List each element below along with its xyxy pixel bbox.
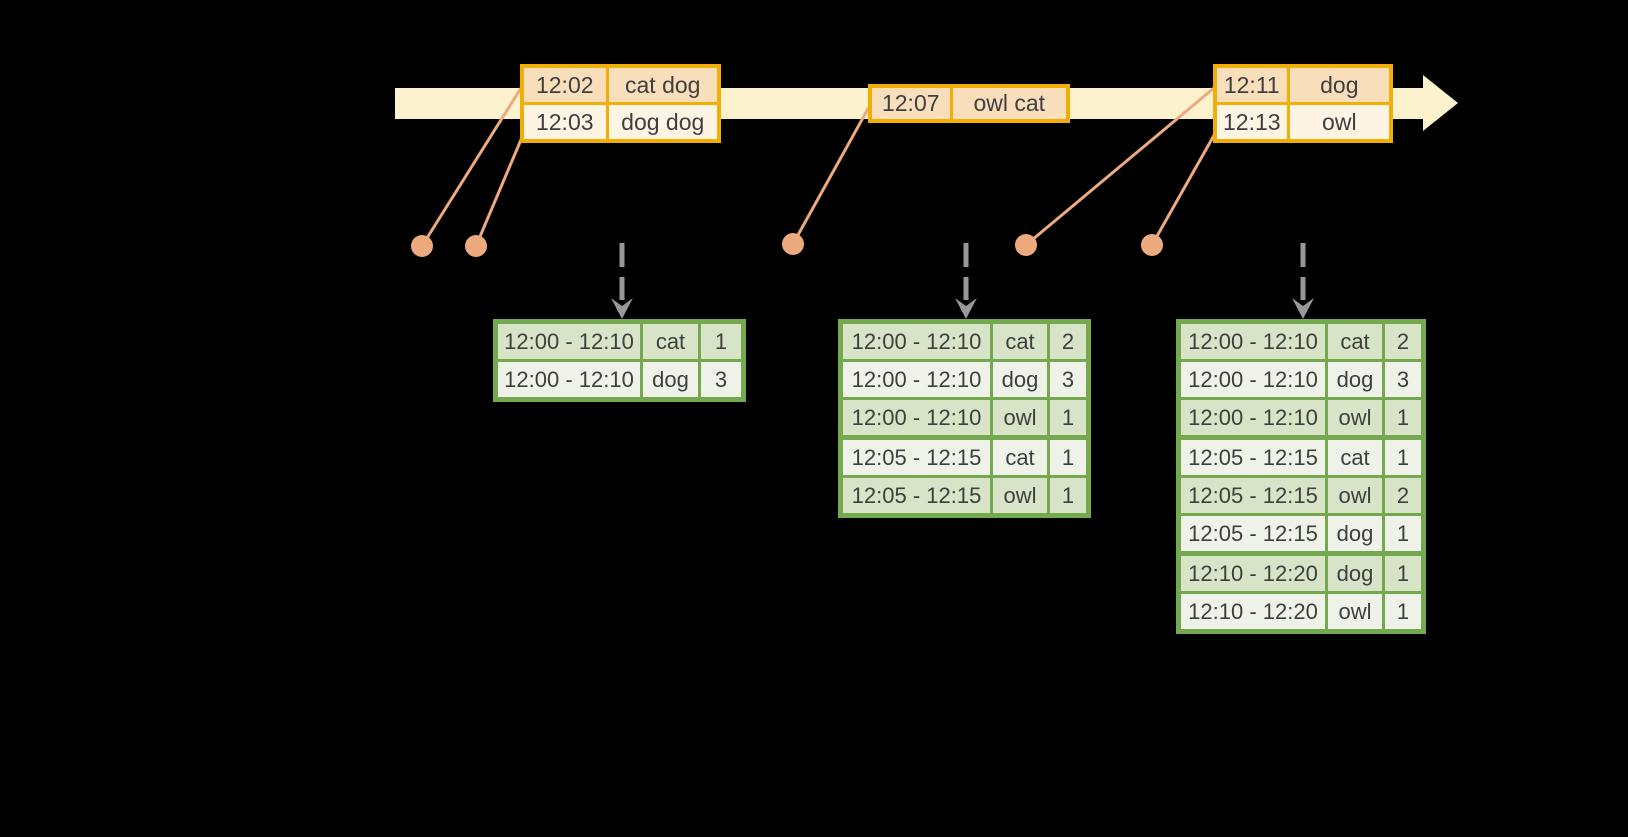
result-word-cell: dog (1325, 551, 1385, 594)
event-words-cell: cat dog (605, 64, 721, 105)
result-word-cell: cat (990, 435, 1050, 478)
result-count-cell: 2 (1382, 475, 1425, 516)
event-words-cell: owl cat (949, 84, 1070, 123)
event-leader-line (474, 134, 525, 247)
result-window-cell: 12:00 - 12:10 (839, 320, 993, 362)
result-word-cell: dog (1325, 359, 1385, 400)
result-window-cell: 12:05 - 12:15 (1177, 475, 1328, 516)
result-word-cell: cat (640, 320, 701, 362)
result-word-cell: dog (1325, 513, 1385, 555)
result-count-cell: 2 (1047, 320, 1090, 362)
result-window-cell: 12:00 - 12:10 (1177, 320, 1328, 362)
event-dot-icon (411, 235, 433, 257)
timeline-arrowhead-icon (1423, 75, 1458, 131)
result-count-cell: 3 (1047, 359, 1090, 400)
result-count-cell: 1 (1047, 475, 1090, 517)
result-window-cell: 12:00 - 12:10 (494, 320, 643, 362)
event-dot-icon (1141, 234, 1163, 256)
trigger-arrowhead-icon (1292, 298, 1314, 319)
result-window-cell: 12:00 - 12:10 (1177, 359, 1328, 400)
event-leader-line (791, 106, 871, 245)
result-count-cell: 1 (1382, 591, 1425, 633)
result-word-cell: owl (1325, 591, 1385, 633)
result-window-cell: 12:05 - 12:15 (1177, 435, 1328, 478)
event-dot-icon (1015, 234, 1037, 256)
event-dot-icon (782, 233, 804, 255)
event-leader-line (1150, 129, 1219, 246)
result-count-cell: 3 (698, 359, 745, 401)
result-word-cell: owl (990, 475, 1050, 517)
result-count-cell: 1 (1382, 513, 1425, 555)
result-count-cell: 1 (1382, 397, 1425, 439)
event-time-cell: 12:02 (520, 64, 609, 105)
result-window-cell: 12:05 - 12:15 (839, 435, 993, 478)
result-count-cell: 1 (1047, 397, 1090, 439)
event-time-cell: 12:03 (520, 102, 609, 143)
event-leader-line (1025, 86, 1215, 247)
event-time-cell: 12:13 (1213, 102, 1290, 143)
result-window-cell: 12:00 - 12:10 (839, 397, 993, 439)
result-word-cell: dog (990, 359, 1050, 400)
event-words-cell: dog (1286, 64, 1393, 105)
event-leader-line (420, 87, 523, 247)
result-window-cell: 12:00 - 12:10 (494, 359, 643, 401)
result-word-cell: owl (1325, 397, 1385, 439)
result-word-cell: owl (1325, 475, 1385, 516)
result-window-cell: 12:00 - 12:10 (1177, 397, 1328, 439)
result-window-cell: 12:05 - 12:15 (1177, 513, 1328, 555)
result-word-cell: owl (990, 397, 1050, 439)
result-word-cell: cat (1325, 320, 1385, 362)
trigger-arrowhead-icon (955, 298, 977, 319)
result-window-cell: 12:05 - 12:15 (839, 475, 993, 517)
result-count-cell: 2 (1382, 320, 1425, 362)
result-word-cell: cat (1325, 435, 1385, 478)
result-count-cell: 1 (698, 320, 745, 362)
event-words-cell: dog dog (605, 102, 721, 143)
result-count-cell: 1 (1382, 435, 1425, 478)
result-word-cell: cat (990, 320, 1050, 362)
event-time-cell: 12:07 (868, 84, 953, 123)
result-window-cell: 12:10 - 12:20 (1177, 551, 1328, 594)
event-dot-icon (465, 235, 487, 257)
result-count-cell: 1 (1047, 435, 1090, 478)
result-count-cell: 3 (1382, 359, 1425, 400)
result-window-cell: 12:00 - 12:10 (839, 359, 993, 400)
trigger-arrowhead-icon (611, 298, 633, 319)
result-window-cell: 12:10 - 12:20 (1177, 591, 1328, 633)
result-count-cell: 1 (1382, 551, 1425, 594)
event-words-cell: owl (1286, 102, 1393, 143)
result-word-cell: dog (640, 359, 701, 401)
event-time-cell: 12:11 (1213, 64, 1290, 105)
